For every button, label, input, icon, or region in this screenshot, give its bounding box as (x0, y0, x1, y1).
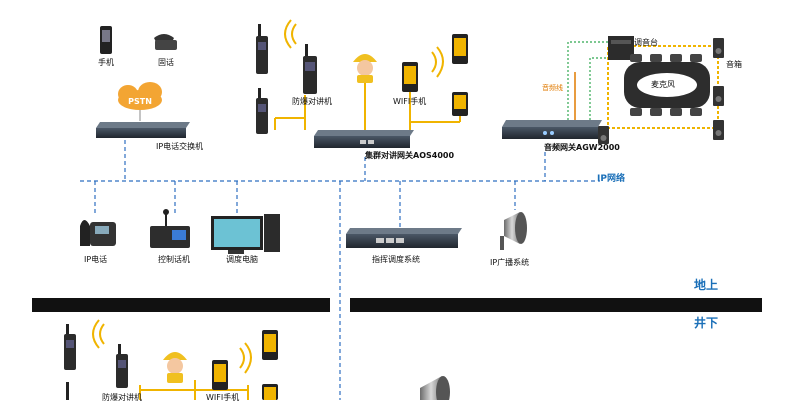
ip-broadcast-label: IP广播系统 (490, 258, 530, 267)
wifi-phone-label: WIFI手机 (393, 97, 427, 106)
wifi-phone-icon (262, 330, 278, 360)
radio-icon (66, 382, 69, 400)
explosion-proof-radio-icon (116, 344, 128, 388)
command-system-device (346, 228, 462, 248)
speaker-box-icon (713, 120, 724, 140)
ip-network-lines (80, 140, 600, 400)
mixer-label: 调音台 (634, 38, 658, 47)
audio-line-label: 音频线 (542, 84, 563, 92)
landline-icon (154, 34, 177, 50)
wifi-phone-icon (452, 34, 468, 64)
landline-label: 固话 (158, 58, 174, 67)
mixer-links (567, 41, 608, 120)
dispatch-pc-label: 调度电脑 (226, 255, 258, 264)
speaker-box-icon (713, 38, 724, 58)
dispatch-pc-icon (211, 214, 280, 254)
control-phone-label: 控制话机 (158, 255, 190, 264)
ground-divider-right (350, 298, 762, 312)
cluster-lines-bottom (139, 380, 249, 400)
ip-phone-icon (80, 220, 116, 246)
radio-icon (64, 324, 76, 370)
ip-pbx-device (96, 122, 190, 138)
audio-gateway-device (502, 120, 602, 139)
wifi-phone-icon (212, 360, 228, 390)
wifi-phone-icon (262, 384, 278, 400)
pstn-cloud-label: PSTN (128, 97, 152, 106)
conference-table (624, 54, 710, 116)
wireless-signal-icon (92, 319, 105, 349)
ground-divider-left (32, 298, 330, 312)
below-ground-label: 井下 (694, 316, 719, 330)
wifi-phone-icon (402, 62, 418, 92)
ip-network-label: IP网络 (597, 174, 625, 184)
wifi-phone-icon (452, 92, 468, 116)
cluster-gateway-label: 集群对讲网关AOS4000 (365, 151, 455, 160)
radio-icon (256, 24, 268, 74)
ip-phone-label: IP电话 (84, 255, 108, 264)
radio-icon (256, 88, 268, 134)
cluster-gateway-device (314, 130, 414, 148)
command-system-label: 指挥调度系统 (372, 255, 420, 264)
speaker-box-icon (713, 86, 724, 106)
wireless-signal-icon (431, 46, 444, 78)
speaker-box-label: 音箱 (726, 60, 742, 69)
mobile-phone-icon (100, 26, 112, 54)
ip-pbx-label: IP电话交换机 (156, 142, 204, 151)
wireless-signal-icon (284, 19, 297, 49)
mobile-phone-label: 手机 (98, 58, 114, 67)
bottom-wifi-label: WIFI手机 (206, 393, 240, 402)
mixer-icon (608, 36, 634, 60)
explosion-proof-radio-label: 防爆对讲机 (292, 97, 332, 106)
speaker-box-icon (598, 126, 609, 144)
control-phone-icon (150, 209, 190, 248)
bottom-radio-label: 防爆对讲机 (102, 393, 142, 402)
worker-icon (163, 352, 187, 383)
broadcast-horn-icon (420, 376, 450, 400)
pstn-cloud: PSTN (118, 82, 162, 110)
worker-icon (353, 54, 377, 83)
above-ground-label: 地上 (694, 278, 719, 292)
explosion-proof-radio-icon (303, 44, 317, 94)
audio-gateway-label: 音频网关AGW2000 (544, 143, 620, 152)
microphone-label: 麦克风 (651, 80, 675, 89)
broadcast-horn-icon (500, 212, 527, 250)
wireless-signal-icon (239, 342, 252, 374)
